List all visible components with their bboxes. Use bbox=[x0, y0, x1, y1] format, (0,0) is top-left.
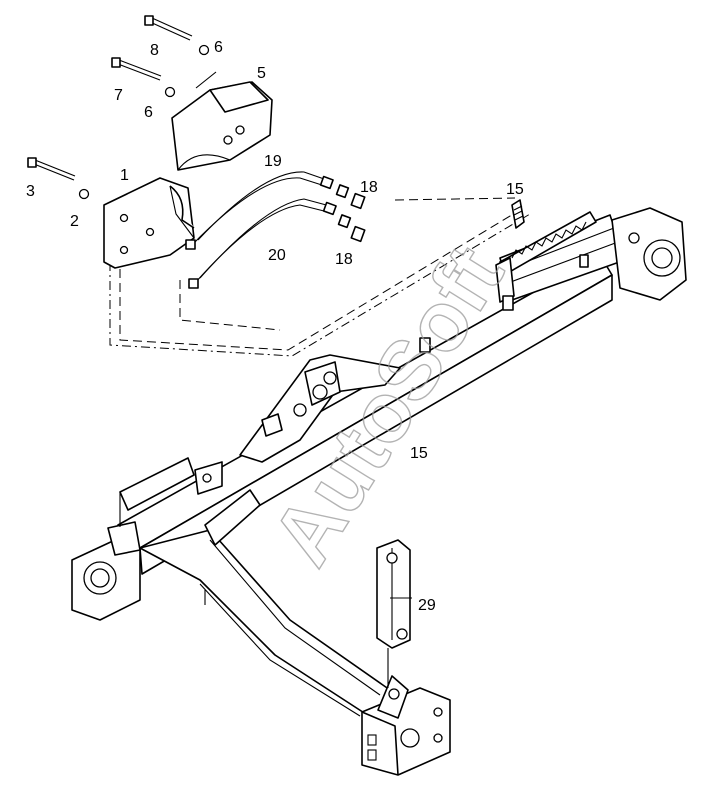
callout-18-bottom: 18 bbox=[335, 251, 353, 268]
leader-5 bbox=[195, 71, 217, 89]
callout-15-mid: 15 bbox=[410, 445, 428, 462]
callout-18-top: 18 bbox=[360, 179, 378, 196]
callout-5: 5 bbox=[257, 65, 266, 82]
callout-6-top: 6 bbox=[214, 39, 223, 56]
cylinder-assembly bbox=[419, 199, 687, 353]
callout-2: 2 bbox=[70, 213, 79, 230]
callout-1: 1 bbox=[120, 167, 129, 184]
callout-7: 7 bbox=[114, 87, 123, 104]
callout-3: 3 bbox=[26, 183, 35, 200]
reference-lines bbox=[109, 197, 531, 357]
link-29 bbox=[376, 539, 411, 688]
callout-15-top: 15 bbox=[506, 181, 524, 198]
bottom-bracket bbox=[361, 675, 451, 776]
callout-6-mid: 6 bbox=[144, 104, 153, 121]
fasteners bbox=[27, 15, 366, 243]
callout-20: 20 bbox=[268, 247, 286, 264]
callout-19: 19 bbox=[264, 153, 282, 170]
bracket-1 bbox=[103, 177, 195, 269]
callout-29: 29 bbox=[418, 597, 436, 614]
hoses bbox=[185, 171, 337, 289]
linkage-casting bbox=[239, 354, 401, 463]
bracket-5 bbox=[171, 81, 273, 171]
callout-8: 8 bbox=[150, 42, 159, 59]
frame-assembly bbox=[71, 254, 613, 719]
